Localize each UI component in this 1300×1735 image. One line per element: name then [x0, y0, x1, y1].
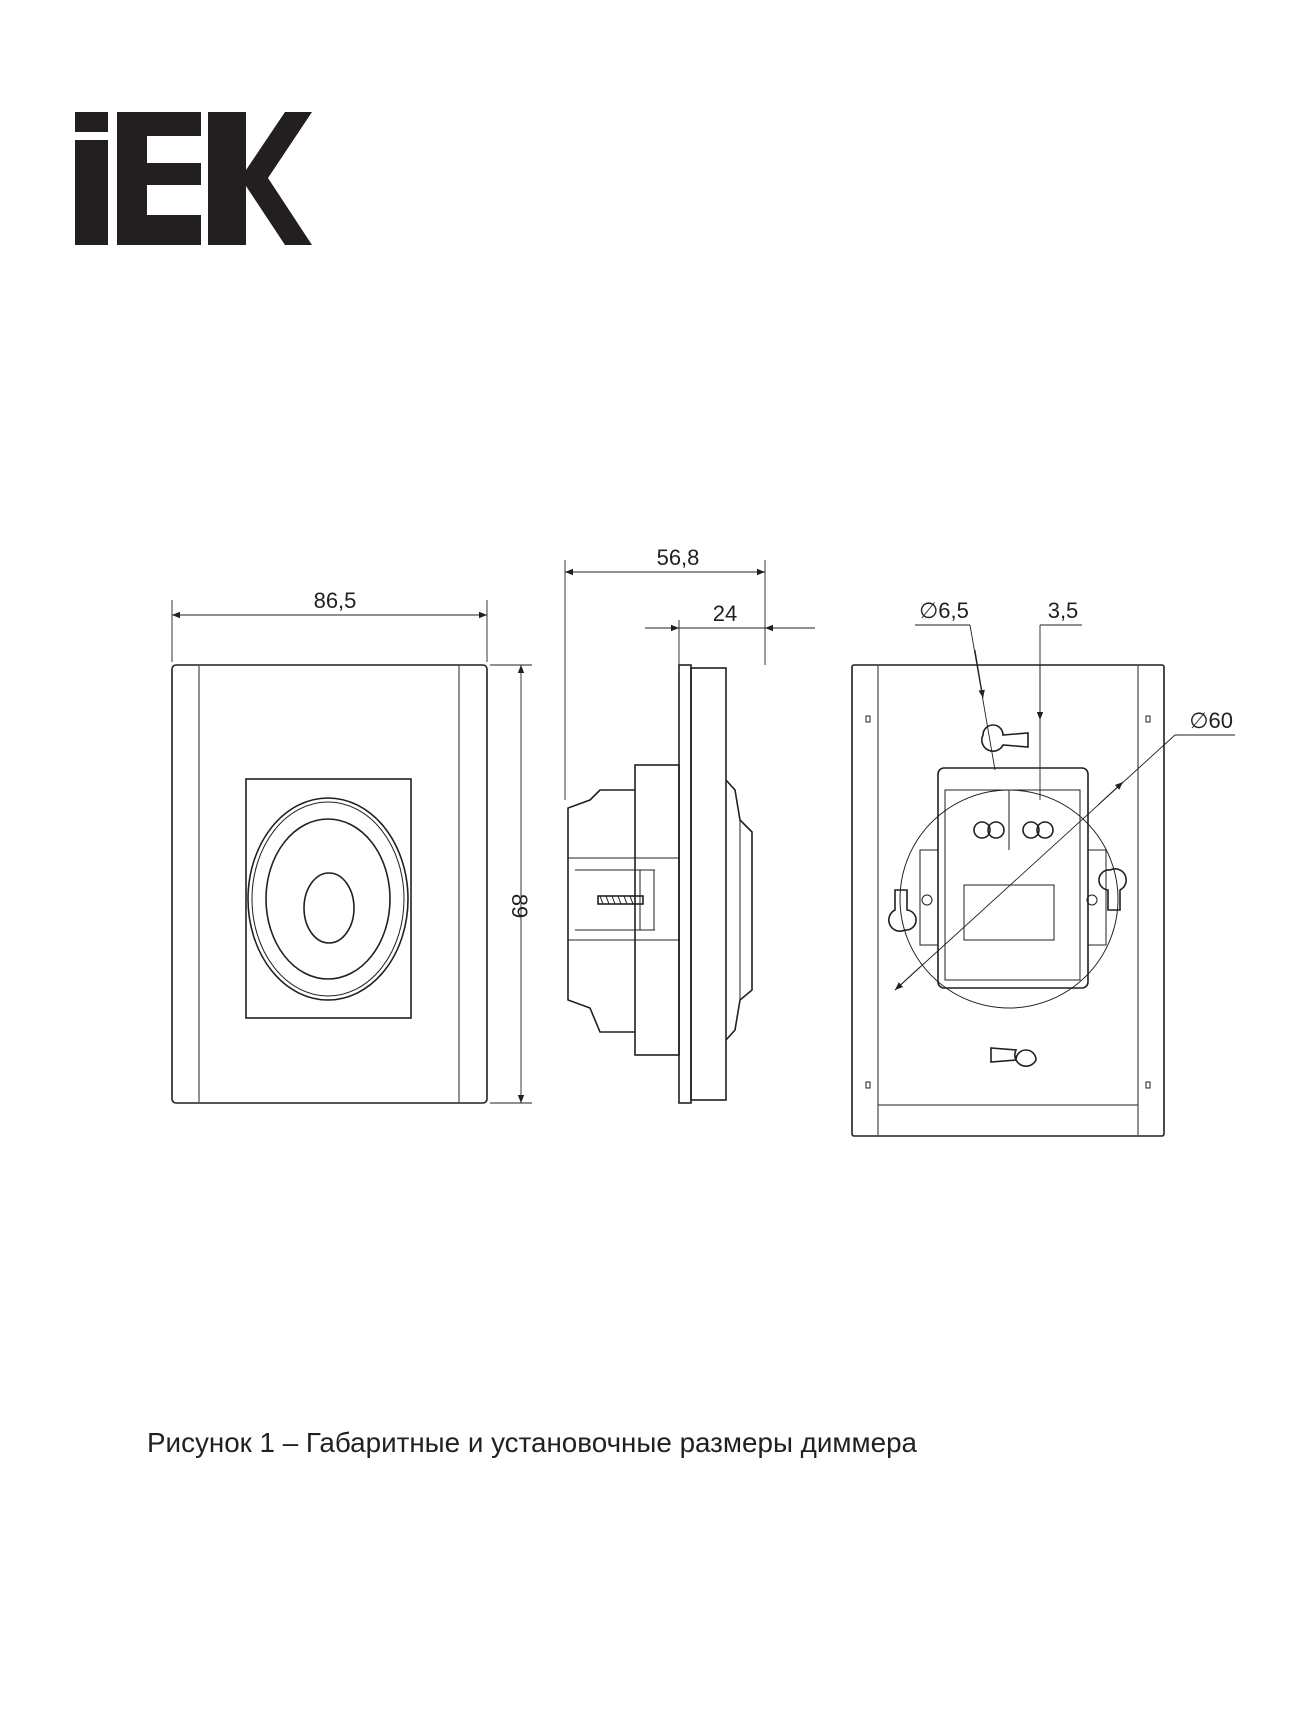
offset-dimension-label: 3,5	[1048, 598, 1079, 623]
hole-diameter-label: ∅6,5	[919, 598, 969, 623]
depth-dimension-label: 56,8	[657, 545, 700, 570]
side-view: 56,8 24	[564, 545, 815, 1104]
back-view: ∅60 ∅6,5 3,5	[851, 598, 1235, 1137]
mount-diameter-label: ∅60	[1189, 708, 1233, 733]
height-dimension-label: 89	[507, 894, 532, 918]
width-dimension-label: 86,5	[314, 588, 357, 613]
plate-depth-dimension-label: 24	[713, 601, 737, 626]
front-view: 86,5 89	[171, 588, 532, 1104]
figure-caption: Рисунок 1 – Габаритные и установочные ра…	[147, 1427, 917, 1458]
iek-logo	[75, 112, 312, 245]
